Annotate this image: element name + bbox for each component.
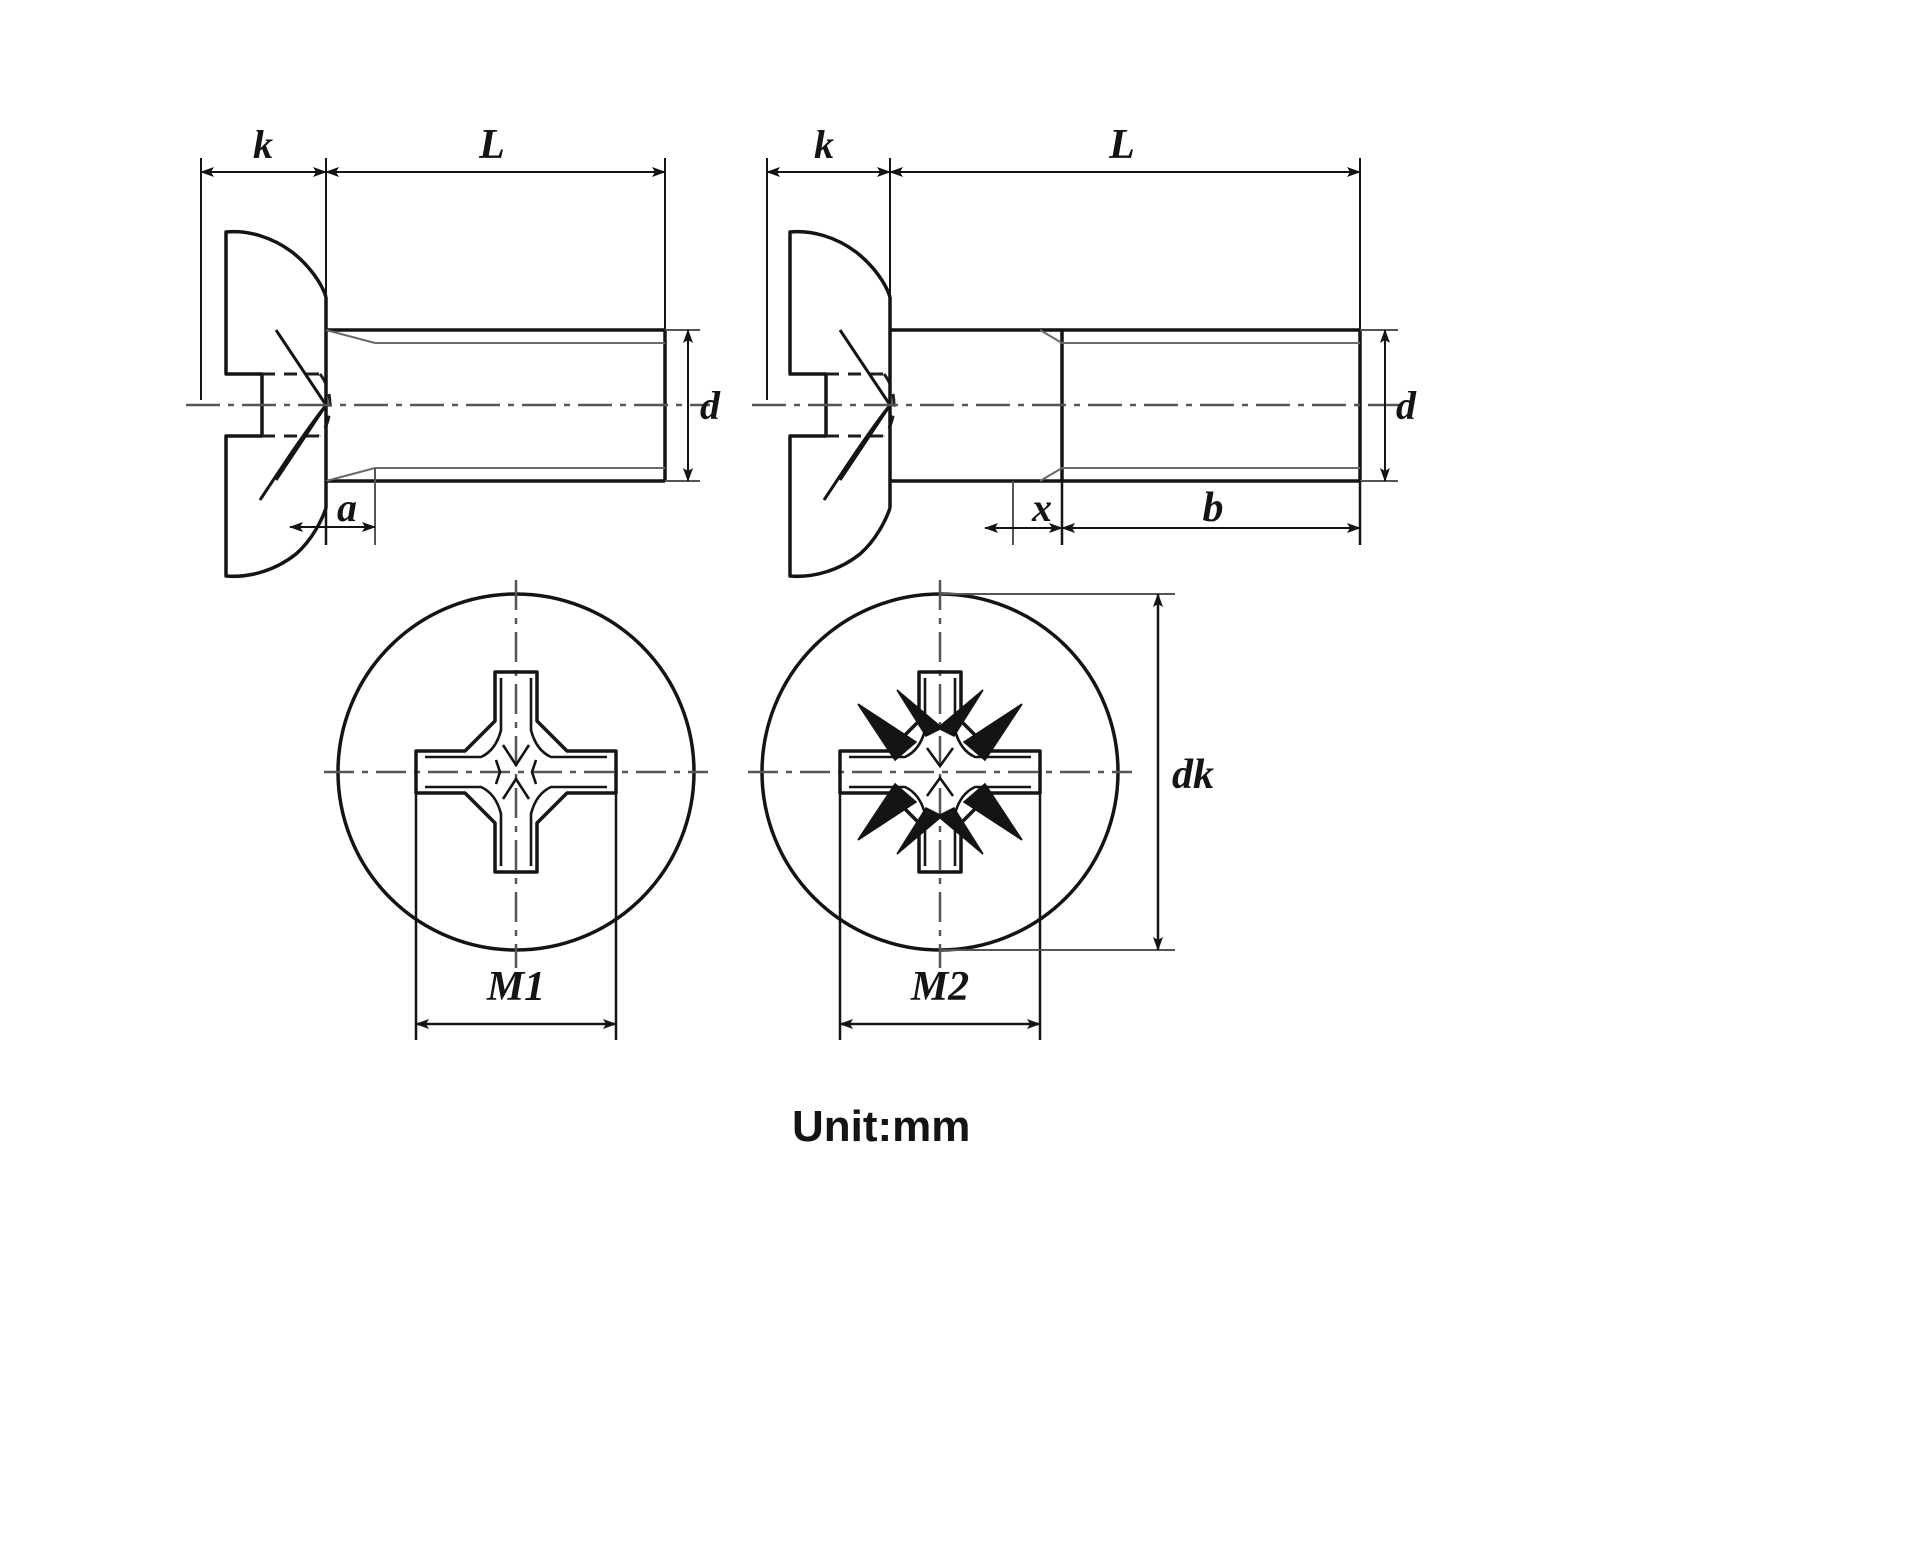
dimension-b-right: b bbox=[1061, 481, 1362, 545]
dimension-L-left: L bbox=[325, 122, 666, 177]
head-recess-cone-left bbox=[258, 329, 328, 501]
label-k-right: k bbox=[814, 122, 834, 167]
label-b-right: b bbox=[1203, 485, 1224, 531]
screw-shank-left bbox=[324, 297, 667, 508]
label-d-left: d bbox=[700, 383, 721, 428]
label-k-left: k bbox=[253, 122, 273, 167]
dimension-a-left: a bbox=[289, 468, 376, 545]
pozidriv-recess-taper-lines bbox=[849, 678, 1031, 866]
label-d-right: d bbox=[1396, 383, 1417, 428]
thread-root-lines-right bbox=[1039, 329, 1360, 482]
head-recess-cone-right bbox=[822, 329, 892, 501]
dimension-m1: M1 bbox=[414, 793, 618, 1040]
dimension-L-right: L bbox=[889, 122, 1361, 177]
dimension-d-right: d bbox=[1360, 329, 1417, 482]
label-m1: M1 bbox=[486, 964, 545, 1010]
label-x-right: x bbox=[1031, 485, 1052, 530]
dimension-dk: dk bbox=[940, 593, 1214, 951]
top-view-left: M1 bbox=[324, 580, 708, 1040]
phillips-recess-taper-lines bbox=[425, 678, 607, 866]
dimension-k-left: k bbox=[200, 122, 327, 177]
top-view-right: M2 dk bbox=[748, 580, 1214, 1040]
label-L-left: L bbox=[478, 122, 505, 168]
side-view-left: k L bbox=[186, 122, 721, 579]
dimension-m2: M2 bbox=[838, 793, 1042, 1040]
unit-note: Unit:mm bbox=[792, 1102, 970, 1151]
dimension-x-right: x bbox=[984, 481, 1064, 545]
side-view-right: k L bbox=[752, 122, 1417, 579]
label-a-left: a bbox=[337, 485, 357, 530]
dimension-k-right: k bbox=[766, 122, 891, 177]
label-L-right: L bbox=[1108, 122, 1135, 168]
pozidriv-rib-spikes bbox=[857, 689, 1023, 855]
phillips-cross-recess bbox=[414, 670, 618, 874]
label-dk: dk bbox=[1172, 752, 1214, 798]
label-m2: M2 bbox=[910, 964, 969, 1010]
thread-root-lines-left bbox=[325, 329, 665, 482]
dimension-d-left: d bbox=[665, 329, 721, 482]
